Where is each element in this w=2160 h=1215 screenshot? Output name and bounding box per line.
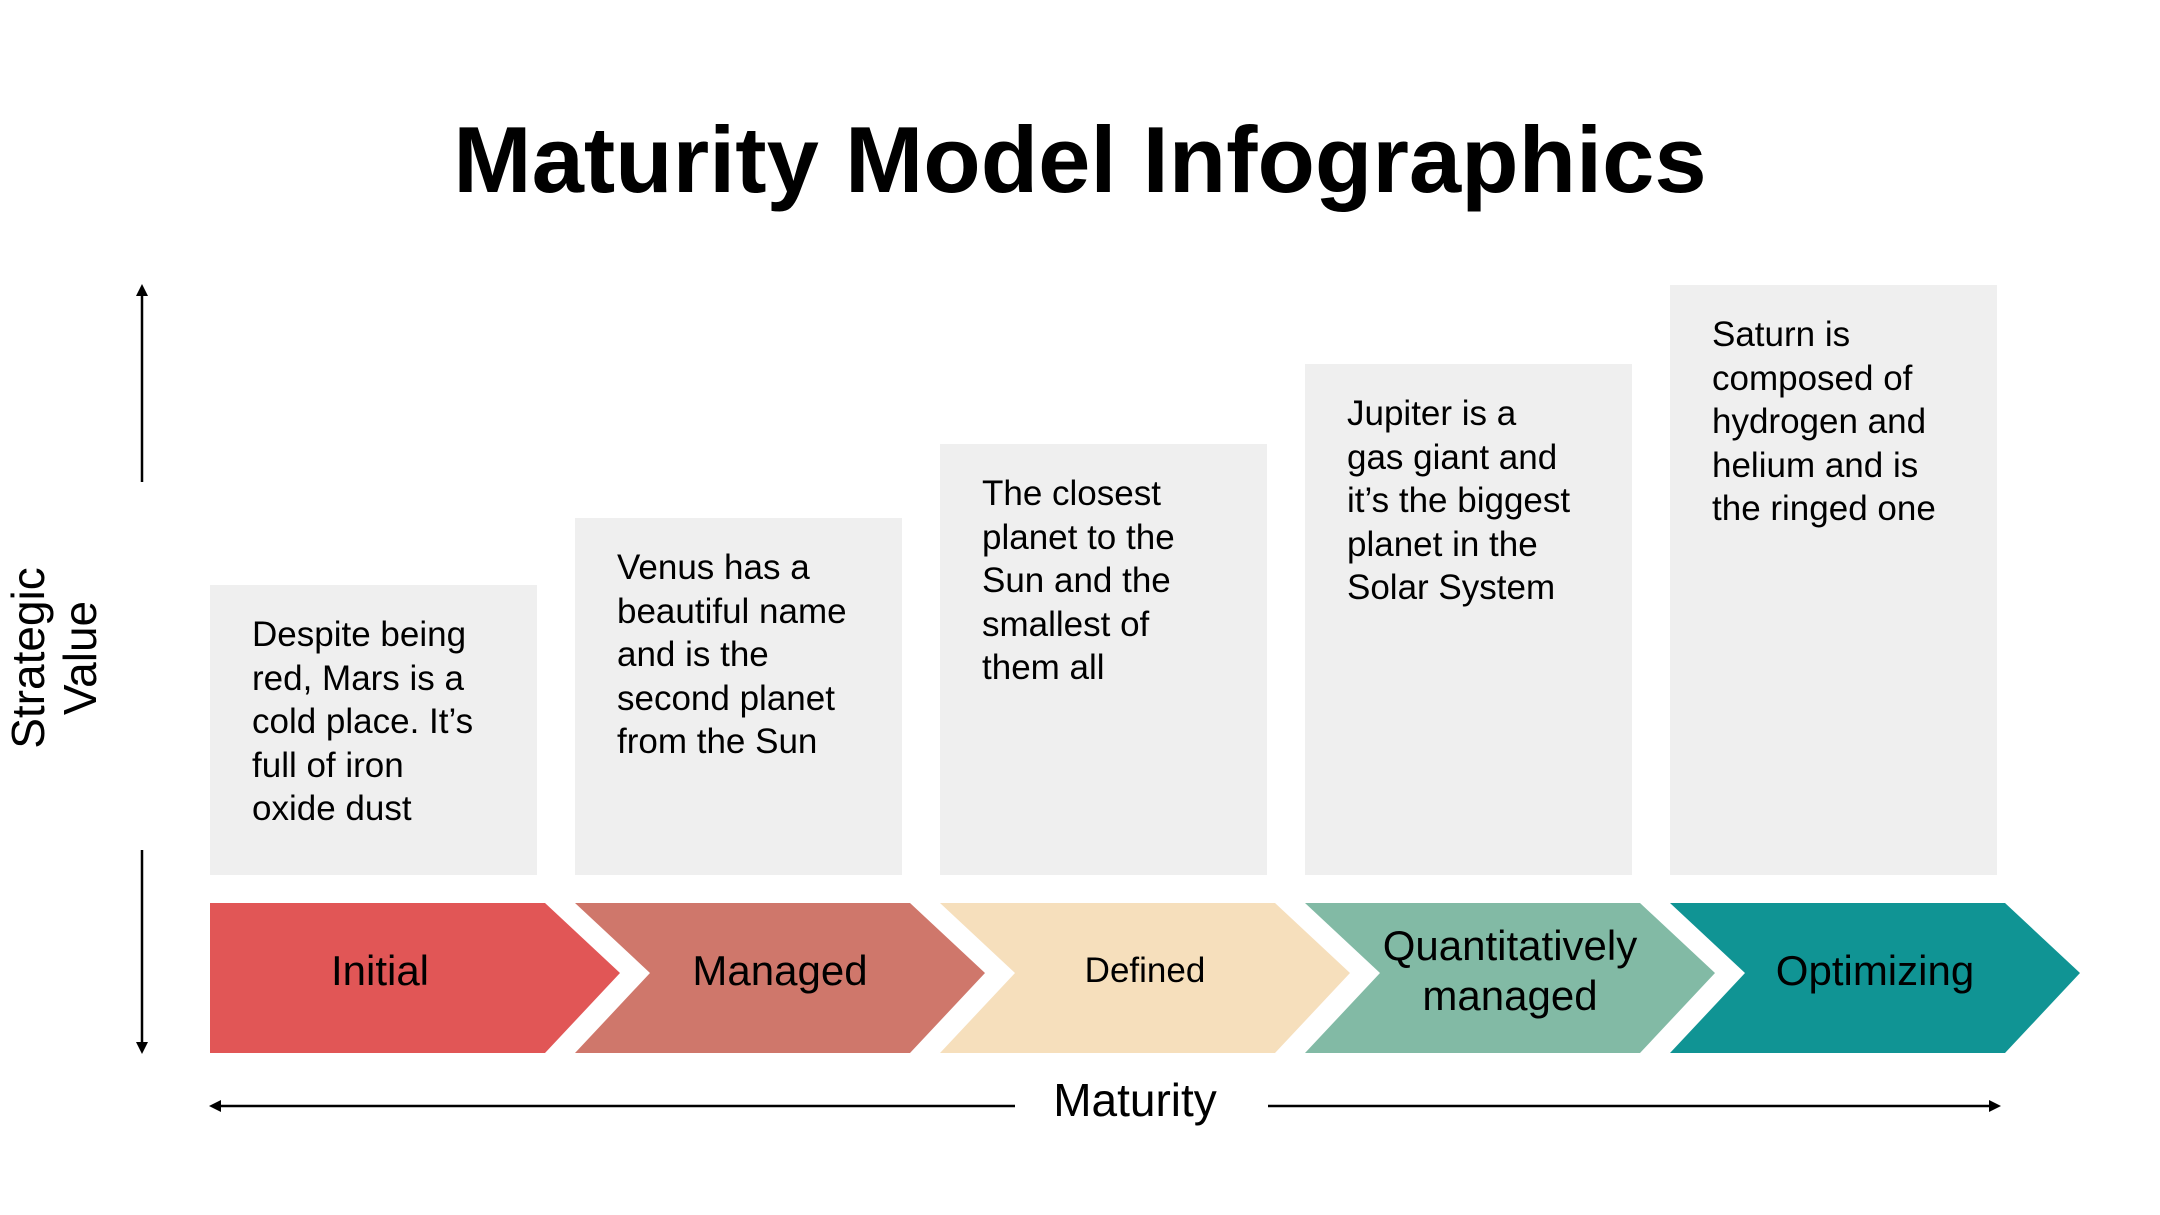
chevron-optimizing [1670,903,2080,1053]
stage-description: Jupiter is a gas giant and it’s the bigg… [1347,394,1571,607]
page-title: Maturity Model Infographics [453,107,1707,212]
chevron-label-optimizing: Optimizing [1775,947,1975,994]
chevron-label-defined: Defined [1084,951,1206,990]
stage-card-optimizing: Saturn is composed of hydrogen and heliu… [1670,285,1997,875]
stage-description: The closest planet to the Sun and the sm… [982,474,1175,687]
stage-card-defined: The closest planet to the Sun and the sm… [940,444,1267,875]
chevron-defined [940,903,1350,1053]
chevron-initial [210,903,620,1053]
stage-description: Saturn is composed of hydrogen and heliu… [1712,315,1936,528]
chevron-label-managed: Managed [692,947,868,994]
stage-card-initial: Despite being red, Mars is a cold place.… [210,585,537,875]
chevron-managed [575,903,985,1053]
chevron-label-quantitatively-managed: Quantitatively managed [1382,922,1638,1019]
horizontal-axis-label: Maturity [1053,1074,1217,1126]
stage-card-quantitatively-managed: Jupiter is a gas giant and it’s the bigg… [1305,364,1632,875]
stage-description: Despite being red, Mars is a cold place.… [252,615,474,828]
chevron-label-initial: Initial [330,947,430,994]
chevron-quantitatively-managed [1305,903,1715,1053]
stage-card-managed: Venus has a beautiful name and is the se… [575,518,902,875]
stage-description: Venus has a beautiful name and is the se… [617,548,847,761]
vertical-axis-label: Strategic Value [2,567,106,749]
